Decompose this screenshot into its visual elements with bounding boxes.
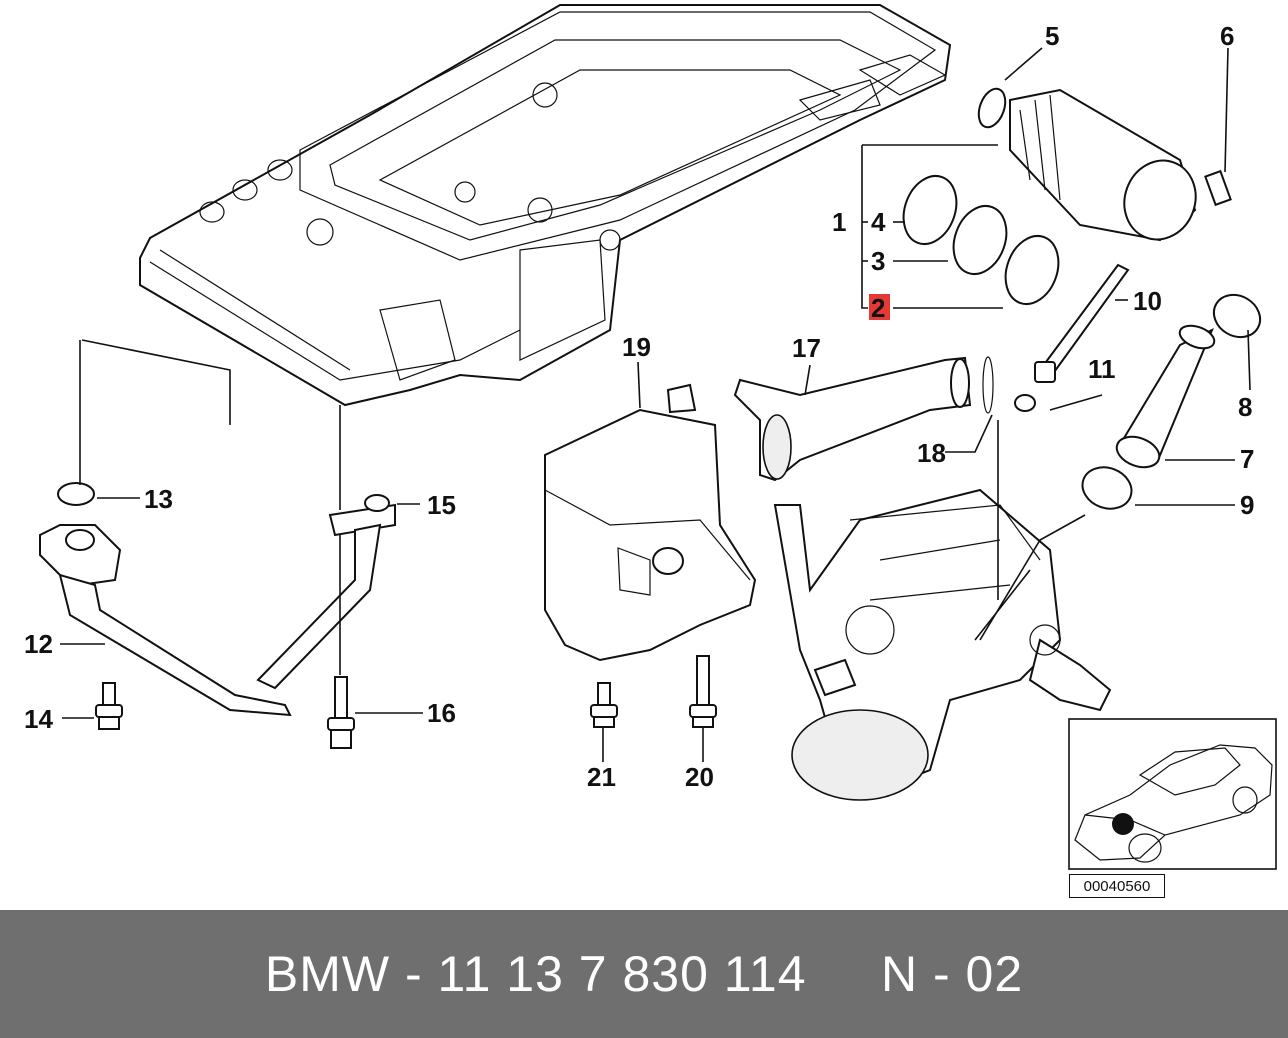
oil-pan-drawing xyxy=(139,4,952,407)
callout-9: 9 xyxy=(1240,490,1254,520)
pickup-cylinder-drawing xyxy=(902,87,1232,305)
callout-4: 4 xyxy=(871,207,886,237)
callout-15: 15 xyxy=(427,490,456,520)
callout-13: 13 xyxy=(144,484,173,514)
callout-3: 3 xyxy=(871,246,885,276)
callout-19: 19 xyxy=(622,332,651,362)
callout-16: 16 xyxy=(427,698,456,728)
callout-10: 10 xyxy=(1133,286,1162,316)
callout-14: 14 xyxy=(24,704,53,734)
part-number-caption: BMW - 11 13 7 830 114 N - 02 xyxy=(264,946,1024,1002)
callout-5: 5 xyxy=(1045,21,1059,51)
callout-18: 18 xyxy=(917,438,946,468)
leader-lines xyxy=(60,47,1251,762)
callout-12: 12 xyxy=(24,629,53,659)
callout-2: 2 xyxy=(871,293,885,323)
callout-17: 17 xyxy=(792,333,821,363)
pipes-drawing xyxy=(1014,263,1262,510)
callout-20: 20 xyxy=(685,762,714,792)
baffle-drawing xyxy=(544,383,757,662)
callout-6: 6 xyxy=(1220,21,1234,51)
callout-8: 8 xyxy=(1238,392,1252,422)
document-code: 00040560 xyxy=(1069,874,1165,898)
exploded-view-svg: 5 6 1 4 3 2 10 11 8 7 9 17 18 19 13 15 1… xyxy=(24,4,1277,870)
oil-pump-drawing xyxy=(773,488,1112,801)
highlight-marker xyxy=(869,294,890,320)
footer-bar: BMW - 11 13 7 830 114 N - 02 xyxy=(0,910,1288,1038)
callout-1: 1 xyxy=(832,207,846,237)
car-locator-inset xyxy=(1068,718,1277,870)
callout-21: 21 xyxy=(587,762,616,792)
suction-pipe-drawing xyxy=(733,356,994,482)
parts-diagram: 5 6 1 4 3 2 10 11 8 7 9 17 18 19 13 15 1… xyxy=(24,4,1277,898)
locator-dot xyxy=(1112,813,1134,835)
callout-7: 7 xyxy=(1240,444,1254,474)
bolts-drawing xyxy=(95,655,717,749)
callout-11: 11 xyxy=(1088,354,1116,384)
callout-labels: 5 6 1 4 3 2 10 11 8 7 9 17 18 19 13 15 1… xyxy=(24,21,1254,792)
return-pipes-drawing xyxy=(39,482,396,717)
